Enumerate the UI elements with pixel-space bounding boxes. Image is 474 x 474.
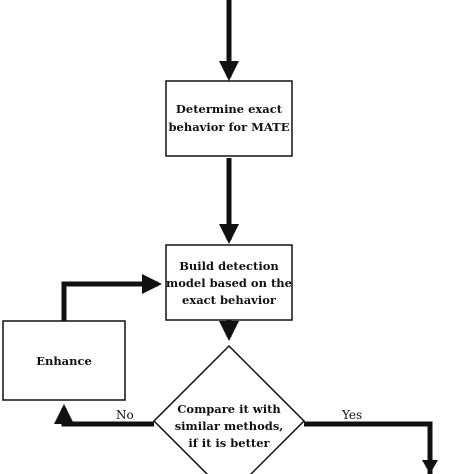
yes-branch-label: Yes (341, 408, 362, 422)
build-model-box (165, 244, 293, 321)
build-model-line-2: model based on the (166, 276, 292, 290)
yes-arrowhead (422, 460, 438, 474)
determine-behavior-box (165, 80, 293, 157)
no-branch-label: No (116, 408, 134, 422)
arrow-no-to-enhance (54, 404, 154, 427)
compare-decision-diamond (152, 344, 306, 474)
build-model-line-1: Build detection (179, 259, 279, 273)
determine-behavior-line-1: Determine exact (176, 102, 283, 116)
compare-line-3: if it is better (188, 436, 270, 450)
compare-line-1: Compare it with (177, 402, 281, 416)
arrow-enhance-to-build (61, 274, 162, 321)
arrow-yes-branch (304, 421, 433, 474)
build-model-line-3: exact behavior (182, 293, 277, 307)
enhance-label: Enhance (36, 354, 92, 368)
determine-behavior-line-2: behavior for MATE (169, 120, 290, 134)
compare-line-2: similar methods, (175, 419, 284, 433)
